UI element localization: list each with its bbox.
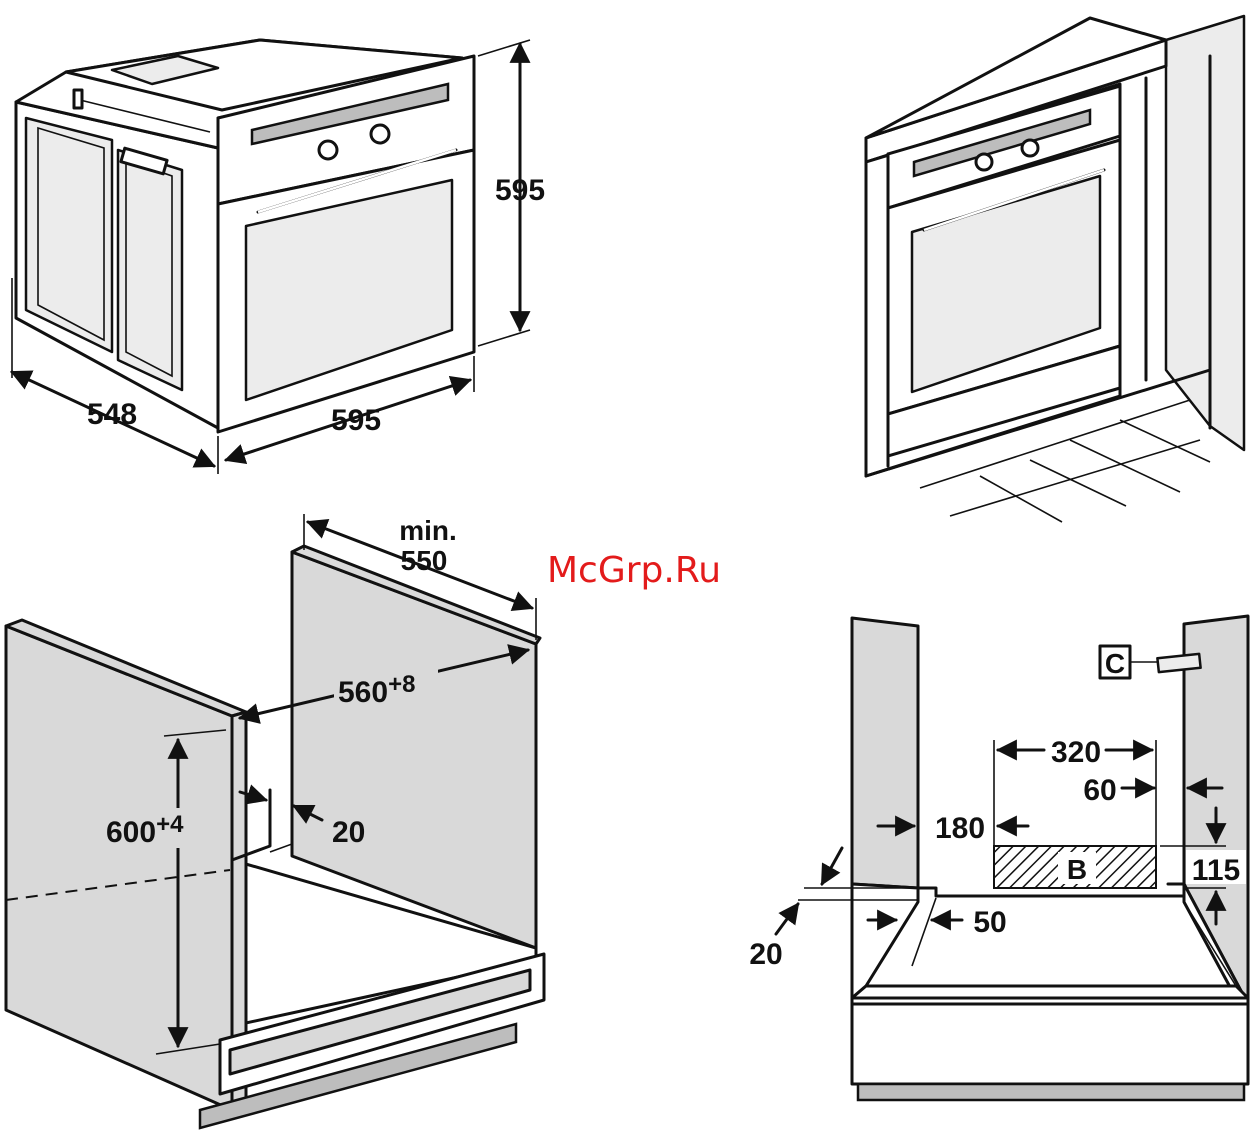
cabinet-width-tolerance: +8 <box>388 671 415 698</box>
front-view-drawing: B C 320 60 180 115 50 20 <box>749 616 1248 1100</box>
cabinet-depth-label: 550 <box>401 545 448 576</box>
part-c-label: C <box>1105 648 1125 679</box>
oven-height-label: 595 <box>495 174 545 207</box>
side-offset-label: 60 <box>1083 774 1116 807</box>
installed-view-drawing <box>866 16 1244 522</box>
watermark-text: McGrp.Ru <box>547 550 721 591</box>
cabinet-dimension-drawing: min. 550 560+8 600+4 20 <box>6 514 544 1128</box>
cabinet-depth-prefix: min. <box>399 515 457 546</box>
cabinet-gap-label: 20 <box>332 816 365 849</box>
opening-width-label: 320 <box>1051 736 1101 769</box>
front-gap-label: 20 <box>749 938 782 971</box>
rear-gap-label: 50 <box>973 906 1006 939</box>
oven-dimension-drawing: 548 595 595 <box>12 40 545 474</box>
oven-depth-label: 548 <box>87 398 137 431</box>
cabinet-width-base: 560 <box>338 676 388 709</box>
left-offset-label: 180 <box>935 812 985 845</box>
cabinet-height-tolerance: +4 <box>156 811 184 838</box>
opening-height-label: 115 <box>1192 854 1240 887</box>
area-b-label: B <box>1067 854 1087 885</box>
oven-width-label: 595 <box>331 404 381 437</box>
cabinet-height-base: 600 <box>106 816 156 849</box>
